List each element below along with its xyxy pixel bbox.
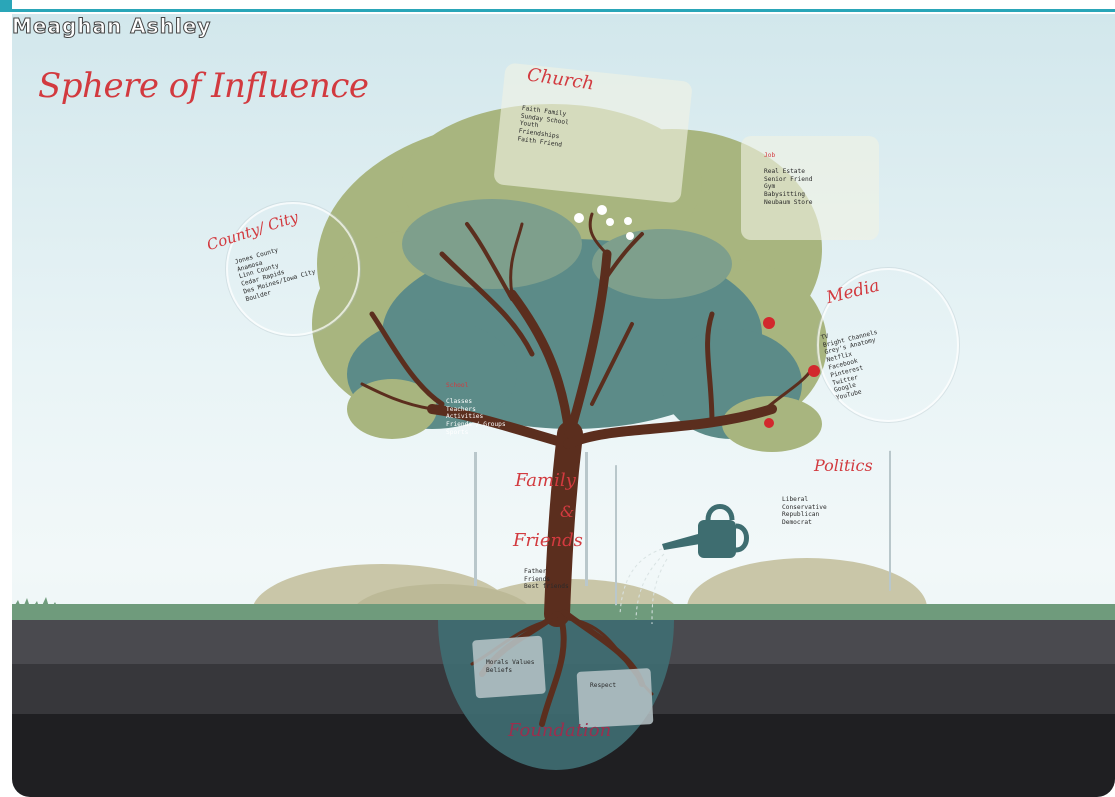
page-title: Sphere of Influence <box>38 66 369 106</box>
family-label-amp: & <box>560 502 575 521</box>
school-label: School <box>446 382 469 389</box>
top-bar-corner <box>0 0 12 12</box>
tree-trunk <box>360 212 814 627</box>
politics-label: Politics <box>814 456 873 475</box>
family-label-2: Friends <box>513 530 583 551</box>
foundation-label: Foundation <box>508 720 612 741</box>
school-items: Classes Teachers Activities Friends / Gr… <box>446 397 506 436</box>
church-items: Faith Family Sunday School Youth Friends… <box>517 104 570 149</box>
job-frame[interactable] <box>741 136 879 240</box>
family-frame[interactable] <box>474 452 588 586</box>
apple-icon <box>763 317 820 428</box>
foundation-cards <box>472 635 654 728</box>
foundation-card1-items: Morals Values Beliefs <box>486 658 535 674</box>
county-frame[interactable] <box>226 202 360 336</box>
blossom-icon <box>574 205 634 240</box>
top-bar <box>0 0 1115 12</box>
watering-can-icon <box>662 504 749 558</box>
family-label-1: Family <box>515 470 576 491</box>
media-frame[interactable] <box>817 268 959 422</box>
scene-artwork <box>12 104 1115 797</box>
water-stream <box>619 548 668 625</box>
job-label: Job <box>764 152 776 159</box>
presentation-canvas[interactable]: Sphere of Influence Meaghan Ashley Churc… <box>12 14 1115 797</box>
job-items: Real Estate Senior Friend Gym Babysittin… <box>764 167 813 206</box>
family-items: Father Friends Best friends <box>524 567 569 591</box>
politics-items: Liberal Conservative Republican Democrat <box>782 495 827 527</box>
foundation-card2-items: Respect <box>590 681 617 689</box>
author-name: Meaghan Ashley <box>12 14 212 39</box>
